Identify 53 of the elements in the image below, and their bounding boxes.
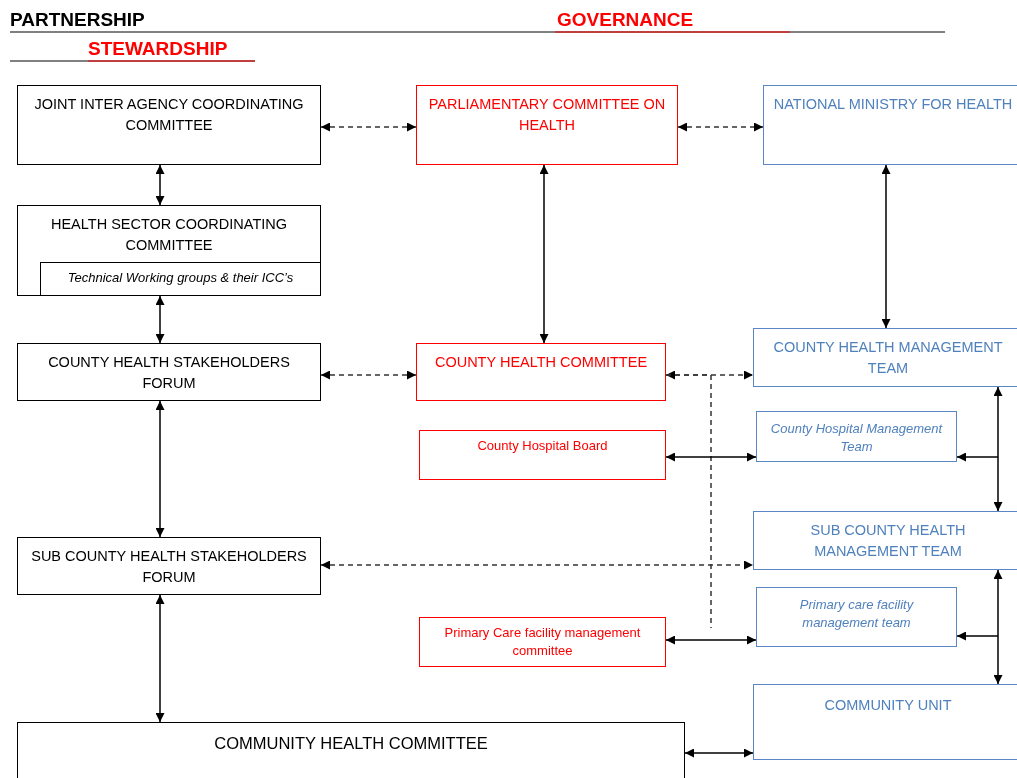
- node-label: JOINT INTER AGENCY COORDINATING COMMITTEE: [33, 95, 305, 135]
- node-label: Primary Care facility management committee: [443, 624, 642, 660]
- arrow: [956, 631, 999, 641]
- arrow: [956, 452, 999, 462]
- arrow: [881, 164, 891, 329]
- arrow: [155, 400, 165, 538]
- arrow: [320, 560, 754, 570]
- committee-box: [17, 205, 321, 296]
- arrow: [993, 569, 1003, 685]
- node-label: COUNTY HEALTH STAKEHOLDERS FORUM: [47, 353, 291, 393]
- team-box: [419, 430, 666, 480]
- node-label: County Hospital Management Team: [769, 420, 944, 456]
- section-heading: PARTNERSHIP: [10, 9, 145, 31]
- node-label: NATIONAL MINISTRY FOR HEALTH: [773, 95, 1013, 114]
- arrow: [155, 164, 165, 206]
- arrow: [539, 164, 549, 344]
- arrow: [320, 122, 417, 132]
- committee-box: [416, 85, 678, 165]
- committee-box: [17, 722, 685, 778]
- committee-box: [753, 328, 1017, 387]
- node-label: PARLIAMENTARY COMMITTEE ON HEALTH: [427, 95, 667, 135]
- node-label: SUB COUNTY HEALTH STAKEHOLDERS FORUM: [30, 547, 308, 587]
- committee-box: [753, 511, 1017, 570]
- node-label: COUNTY HEALTH MANAGEMENT TEAM: [772, 338, 1004, 378]
- node-label: SUB COUNTY HEALTH MANAGEMENT TEAM: [809, 521, 967, 561]
- committee-box: [17, 537, 321, 595]
- team-box: [419, 617, 666, 667]
- arrow: [665, 452, 757, 462]
- node-label: HEALTH SECTOR COORDINATING COMMITTEE: [49, 215, 289, 255]
- connector-line: [665, 374, 712, 629]
- committee-box: [17, 85, 321, 165]
- committee-box: [753, 684, 1017, 760]
- node-label: Primary care facility management team: [798, 596, 915, 632]
- node-label: County Hospital Board: [477, 437, 608, 455]
- arrow: [684, 748, 754, 758]
- arrow: [155, 295, 165, 344]
- arrow: [665, 635, 757, 645]
- arrow: [155, 594, 165, 723]
- committee-box: [17, 343, 321, 401]
- node-label: COMMUNITY HEALTH COMMITTEE: [214, 733, 488, 754]
- arrow: [677, 122, 764, 132]
- arrow: [320, 370, 417, 380]
- committee-box: [763, 85, 1017, 165]
- team-box: [40, 262, 321, 296]
- node-label: Technical Working groups & their ICC’s: [67, 269, 294, 287]
- team-box: [756, 411, 957, 462]
- section-heading: STEWARDSHIP: [88, 38, 228, 60]
- node-label: COMMUNITY UNIT: [824, 696, 952, 715]
- section-heading: GOVERNANCE: [557, 9, 694, 31]
- node-label: COUNTY HEALTH COMMITTEE: [434, 353, 648, 372]
- arrow: [993, 386, 1003, 512]
- committee-box: [416, 343, 666, 401]
- team-box: [756, 587, 957, 647]
